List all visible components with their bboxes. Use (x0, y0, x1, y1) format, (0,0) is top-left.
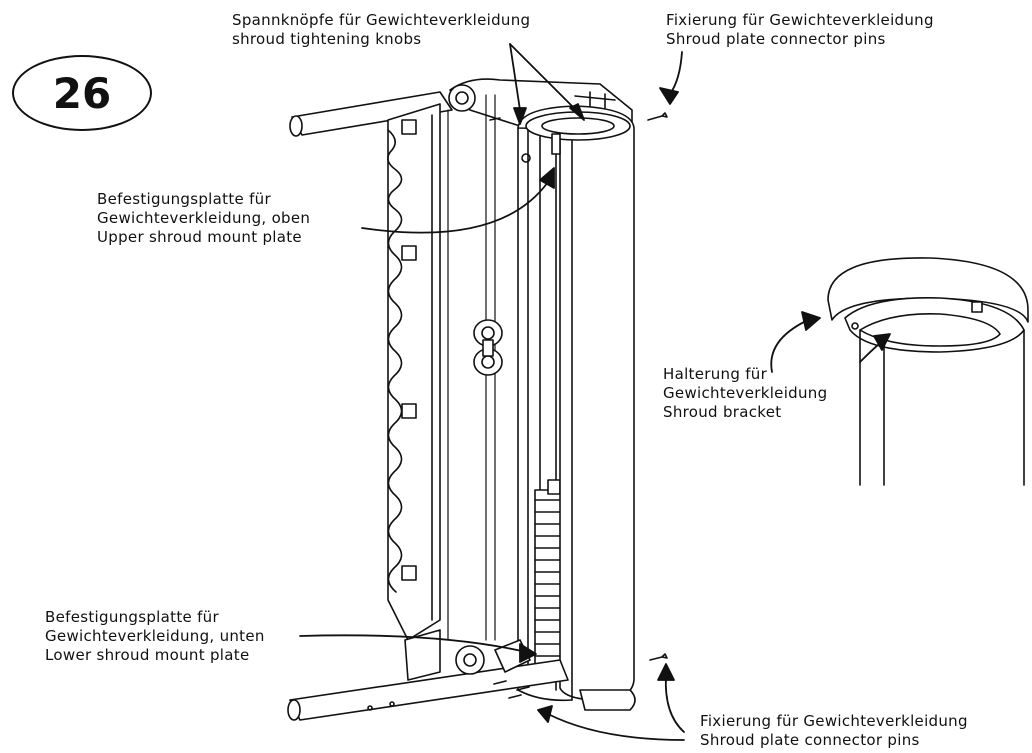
cable-pulleys (473, 319, 503, 376)
label-shroud-bracket-de2: Gewichteverkleidung (663, 384, 828, 402)
top-left-arm (289, 91, 453, 137)
label-shroud-bracket-de1: Halterung für (663, 365, 768, 383)
label-connector-pins-top-de: Fixierung für Gewichteverkleidung (666, 11, 934, 29)
label-shroud-knobs: Spannknöpfe für Gewichteverkleidung shro… (232, 11, 530, 49)
label-lower-mount-plate-de1: Befestigungsplatte für (45, 608, 219, 626)
base-frame (287, 629, 636, 721)
label-shroud-bracket-en: Shroud bracket (663, 403, 782, 421)
label-upper-mount-plate-de2: Gewichteverkleidung, oben (97, 209, 311, 227)
label-upper-mount-plate-en: Upper shroud mount plate (97, 228, 302, 246)
step-number-badge: 26 (12, 55, 152, 131)
label-upper-mount-plate-de1: Befestigungsplatte für (97, 190, 271, 208)
callout-arrows (299, 43, 891, 741)
label-shroud-bracket: Halterung für Gewichteverkleidung Shroud… (663, 365, 827, 422)
label-upper-mount-plate: Befestigungsplatte für Gewichteverkleidu… (97, 190, 310, 247)
label-shroud-knobs-de: Spannknöpfe für Gewichteverkleidung (232, 11, 531, 29)
label-connector-pins-bottom-en: Shroud plate connector pins (700, 731, 920, 749)
label-connector-pins-bottom: Fixierung für Gewichteverkleidung Shroud… (700, 712, 968, 750)
label-lower-mount-plate-en: Lower shroud mount plate (45, 646, 250, 664)
label-shroud-knobs-en: shroud tightening knobs (232, 30, 422, 48)
label-connector-pins-top-en: Shroud plate connector pins (666, 30, 886, 48)
label-lower-mount-plate-de2: Gewichteverkleidung, unten (45, 627, 265, 645)
label-connector-pins-bottom-de: Fixierung für Gewichteverkleidung (700, 712, 968, 730)
step-number: 26 (52, 68, 112, 118)
label-lower-mount-plate: Befestigungsplatte für Gewichteverkleidu… (45, 608, 265, 665)
label-connector-pins-top: Fixierung für Gewichteverkleidung Shroud… (666, 11, 934, 49)
connector-pins (489, 112, 668, 699)
bracket-detail-inset (827, 257, 1029, 486)
left-upright-rack (387, 103, 441, 641)
